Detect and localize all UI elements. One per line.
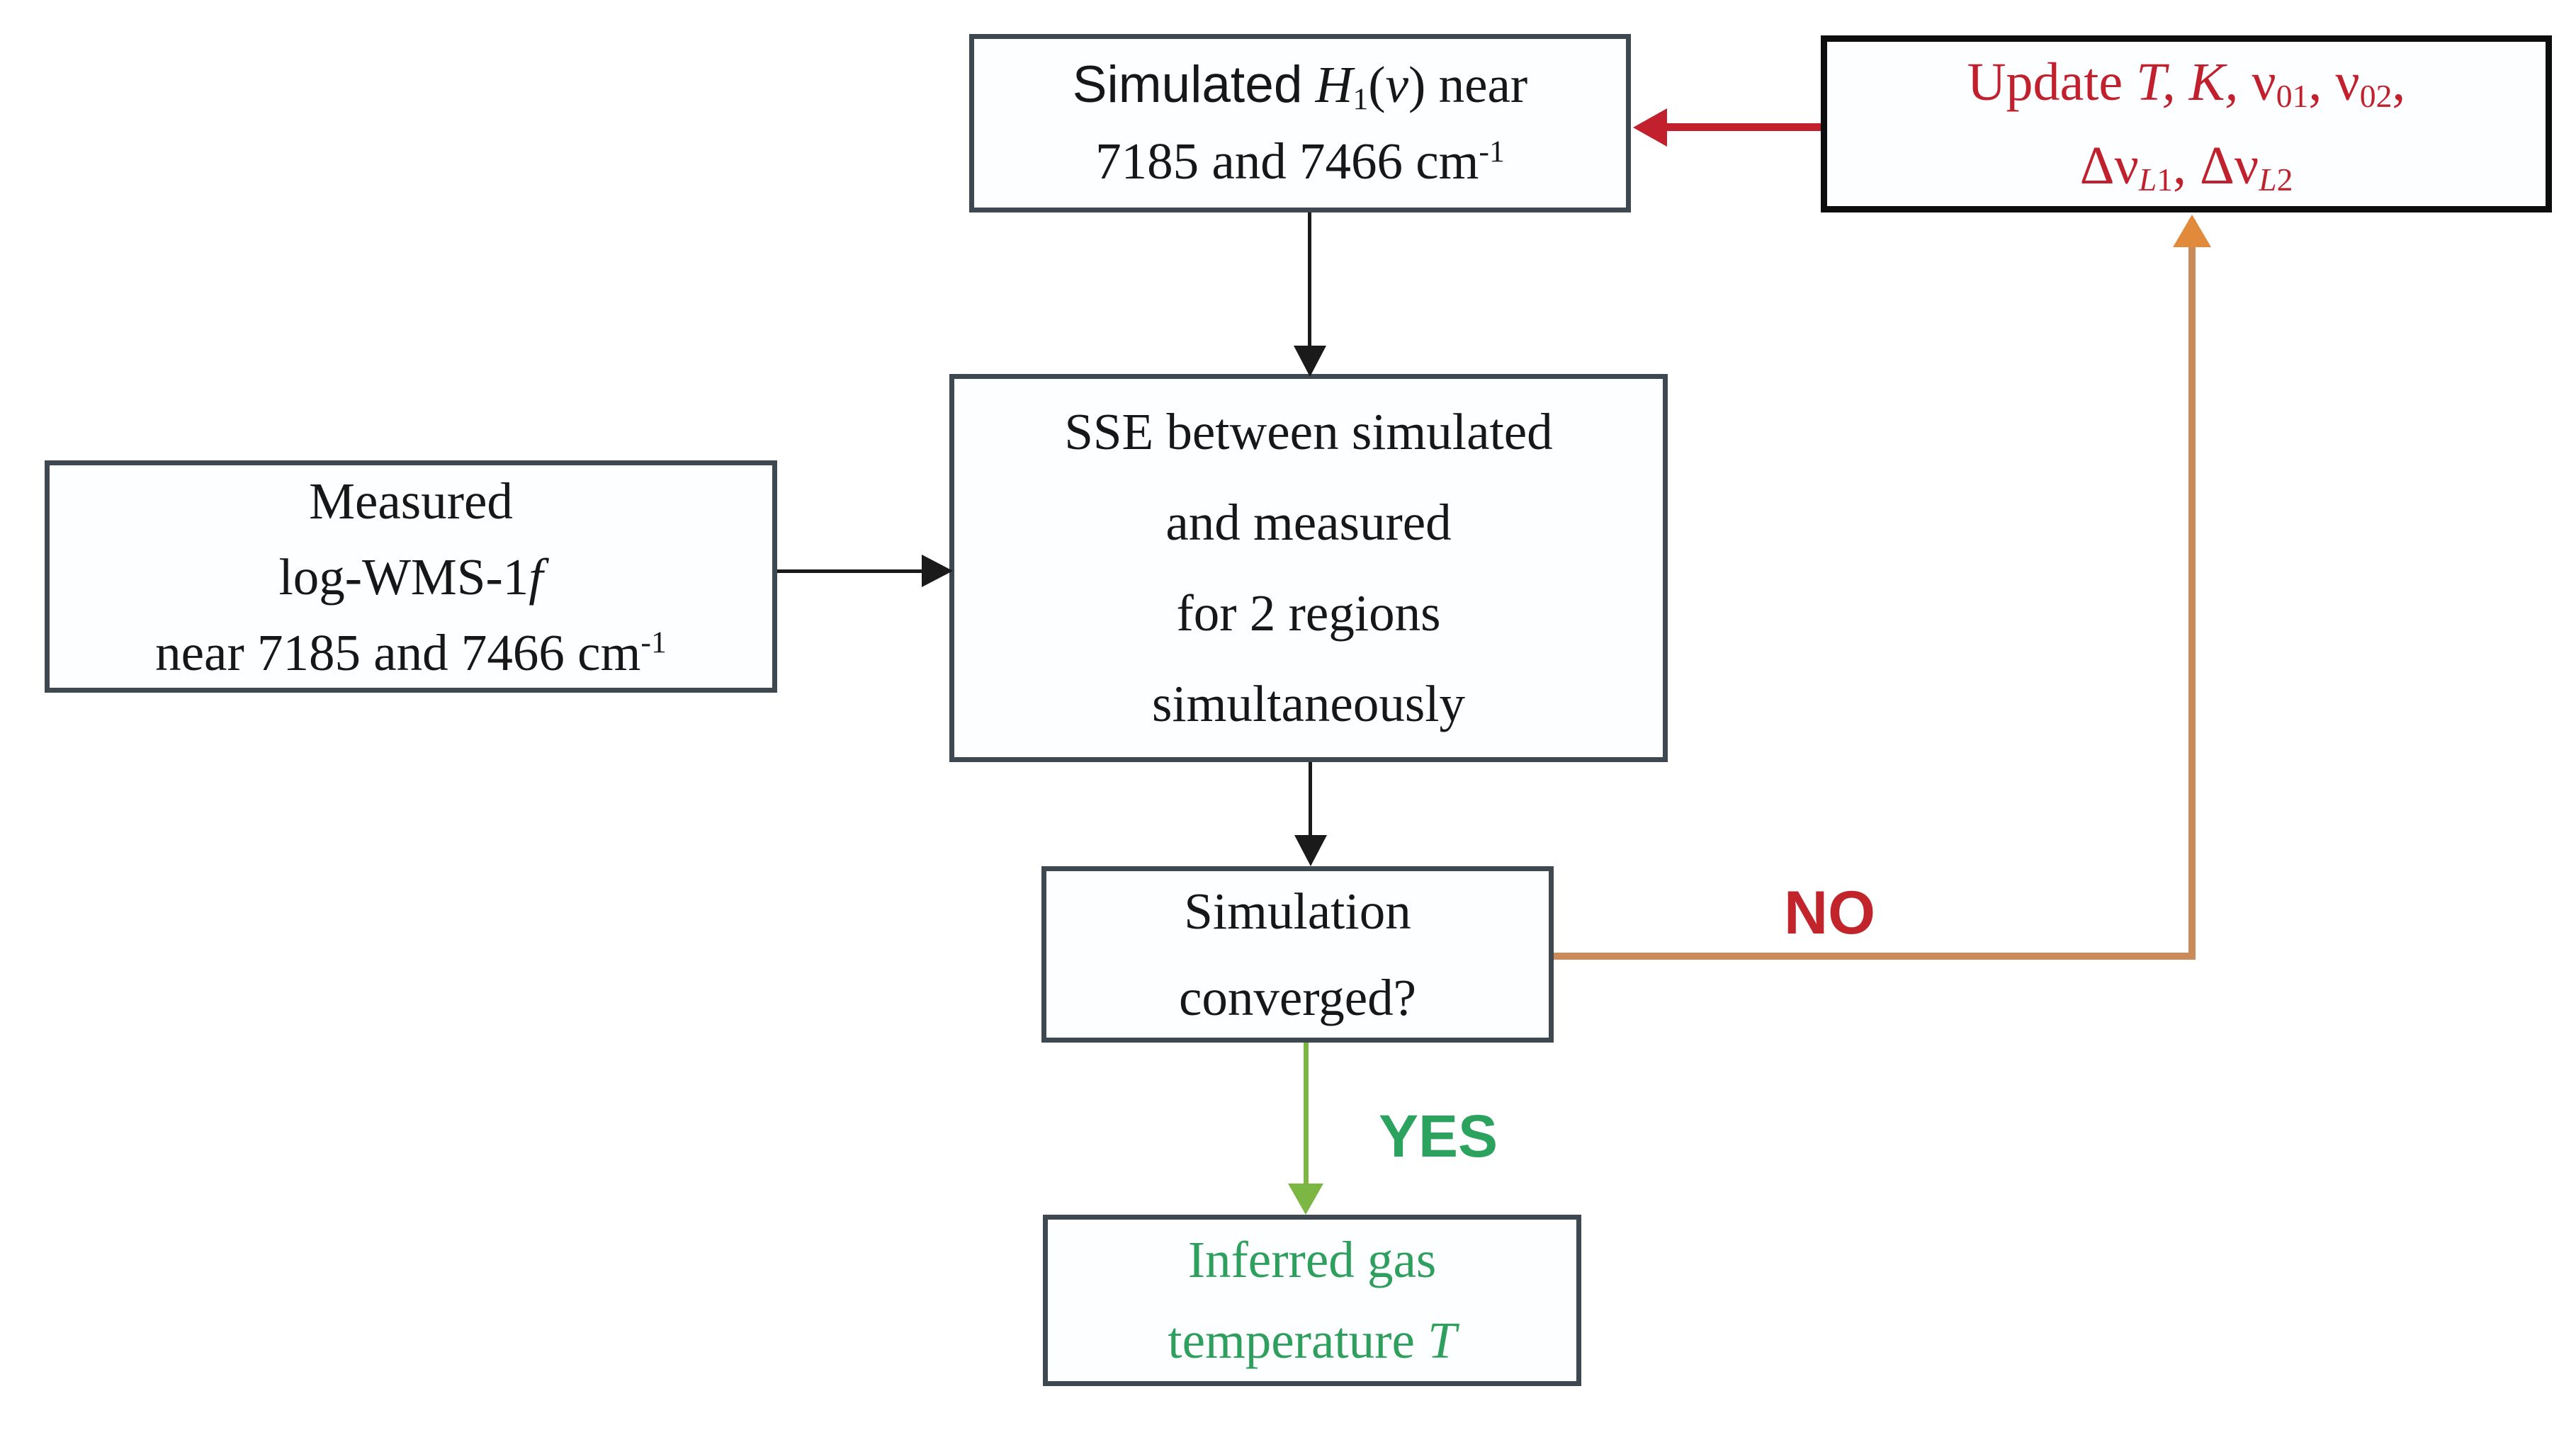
arrow-line: [777, 569, 923, 573]
arrowhead-down-icon: [1288, 1184, 1323, 1215]
update-parameters-box-text: Update T, K, ν01, ν02,ΔνL1, ΔνL2: [1967, 52, 2406, 198]
arrowhead-up-icon: [2173, 215, 2211, 247]
arrow-line: [1663, 123, 1821, 131]
arrow-line: [1308, 212, 1311, 347]
arrowhead-right-icon: [922, 555, 953, 587]
arrowhead-down-icon: [1294, 346, 1326, 377]
arrow-line: [1304, 1043, 1309, 1184]
arrowhead-left-icon: [1633, 108, 1667, 147]
update-parameters-box: Update T, K, ν01, ν02,ΔνL1, ΔνL2: [1821, 35, 2552, 212]
arrow-line-horizontal: [1554, 953, 2192, 960]
no-branch-label: NO: [1784, 879, 1875, 947]
arrow-line: [1309, 762, 1312, 836]
arrowhead-down-icon: [1294, 835, 1327, 866]
yes-branch-label: YES: [1379, 1103, 1498, 1169]
arrow-line-vertical: [2188, 220, 2196, 960]
